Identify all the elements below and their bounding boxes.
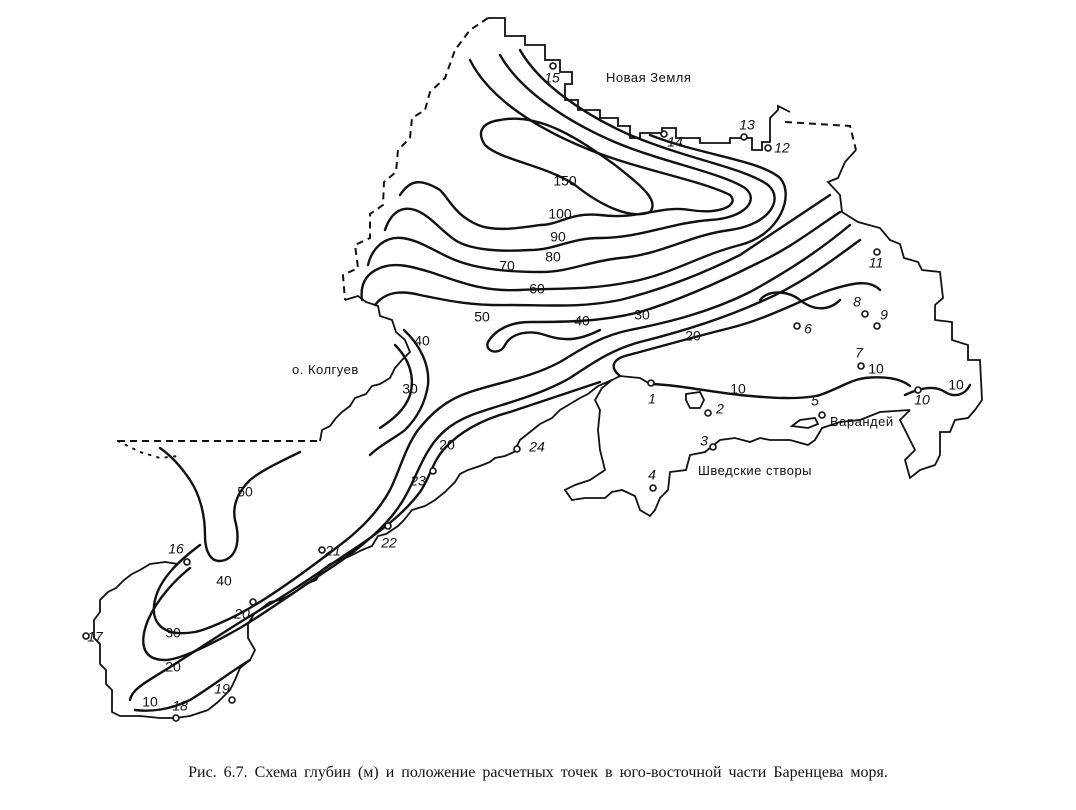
point-marker	[228, 696, 236, 704]
point-marker	[914, 386, 922, 394]
point-marker	[429, 467, 437, 475]
shore-dots	[117, 440, 179, 460]
point-label: 17	[87, 629, 104, 645]
depth-labels: 150 100 90 80 70 60 50 40 30 20 10 40 30…	[142, 173, 964, 710]
point-marker	[704, 409, 712, 417]
point-marker	[549, 62, 557, 70]
depth-label: 150	[553, 173, 577, 189]
point-label: 18	[172, 698, 188, 714]
point-label: 6	[804, 321, 812, 337]
point-marker	[318, 546, 326, 554]
point-marker	[384, 522, 392, 530]
point-marker	[740, 133, 748, 141]
point-label: 13	[739, 117, 755, 133]
figure-caption: Рис. 6.7. Схема глубин (м) и положение р…	[188, 764, 888, 781]
point-marker	[82, 632, 90, 640]
depth-label: 10	[948, 377, 964, 393]
place-shvedskie: Шведские створы	[698, 463, 812, 478]
depth-label: 50	[474, 309, 490, 325]
point-marker	[513, 445, 521, 453]
point-label: 23	[409, 473, 426, 489]
point-label: 10	[914, 392, 930, 408]
sea-boundary	[118, 17, 857, 442]
depth-label: 10	[868, 361, 884, 377]
point-marker	[764, 144, 772, 152]
point-marker	[660, 130, 668, 138]
depth-label: 20	[439, 437, 455, 453]
depth-label: 30	[165, 625, 181, 641]
point-label: 16	[168, 541, 184, 557]
point-marker	[873, 248, 881, 256]
point-marker	[647, 379, 655, 387]
place-names: Новая Земля о. Колгуев Варандей Шведские…	[292, 70, 894, 478]
depth-label: 40	[216, 573, 232, 589]
point-label: 4	[648, 467, 656, 483]
depth-label: 80	[545, 249, 561, 265]
point-label: 24	[528, 439, 545, 455]
depth-label: 100	[548, 206, 572, 222]
point-marker	[793, 322, 801, 330]
depth-label: 90	[550, 229, 566, 245]
place-varandey: Варандей	[830, 414, 894, 429]
point-marker	[818, 411, 826, 419]
point-label: 14	[667, 134, 683, 150]
depth-label: 10	[730, 381, 746, 397]
point-label: 8	[853, 294, 861, 310]
depth-label: 70	[499, 258, 515, 274]
point-label: 19	[214, 681, 230, 697]
point-label: 1	[648, 391, 656, 407]
point-marker	[709, 443, 717, 451]
point-label: 9	[880, 307, 888, 323]
point-marker	[649, 484, 657, 492]
depth-label: 20	[685, 328, 701, 344]
point-label: 7	[855, 345, 864, 361]
depth-label: 30	[402, 381, 418, 397]
point-marker	[183, 558, 191, 566]
depth-label: 50	[237, 484, 253, 500]
point-label: 15	[544, 70, 560, 86]
point-label: 22	[380, 535, 397, 551]
depth-label: 40	[574, 313, 590, 329]
point-marker	[857, 362, 865, 370]
point-marker	[861, 310, 869, 318]
depth-label: 10	[142, 694, 158, 710]
point-label: 5	[811, 393, 819, 409]
point-marker	[172, 714, 180, 722]
point-label: 12	[774, 140, 790, 156]
depth-label: 40	[414, 333, 430, 349]
depth-label: 20	[165, 659, 181, 675]
depth-label: 60	[529, 281, 545, 297]
point-label: 2	[715, 401, 724, 417]
depth-label: 30	[634, 307, 650, 323]
point-label: 21	[324, 543, 341, 559]
isobaths	[128, 48, 972, 712]
place-novaya-zemlya: Новая Земля	[606, 70, 691, 85]
calc-points: 1 2 3 4 5 6 7 8 9 10 11 12 13 14 15 16 1…	[82, 62, 930, 722]
point-label: 11	[869, 255, 884, 271]
place-kolguev: о. Колгуев	[292, 362, 359, 377]
point-marker	[873, 322, 881, 330]
point-marker	[249, 598, 257, 606]
point-label: 3	[700, 433, 708, 449]
point-label: 20	[233, 606, 250, 622]
